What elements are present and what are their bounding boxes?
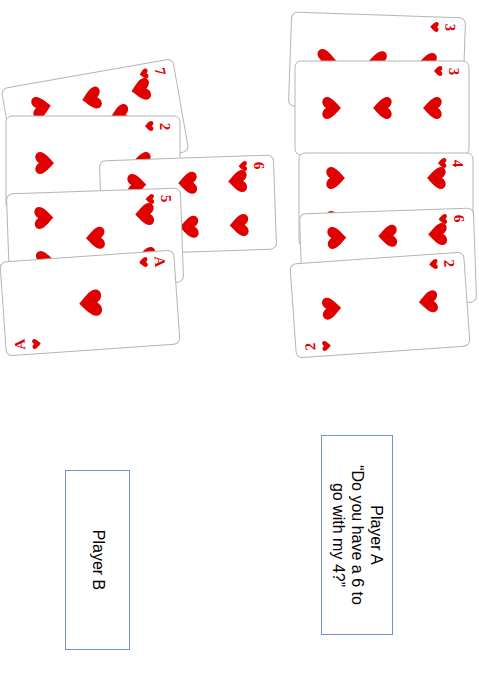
rotated-text: Player A“Do you have a 6 to go with my 4… bbox=[328, 460, 386, 610]
card-index: 3 bbox=[447, 67, 462, 75]
card-index: 2 bbox=[441, 259, 456, 268]
player-box: Player B bbox=[65, 470, 130, 650]
player-box: Player A“Do you have a 6 to go with my 4… bbox=[321, 435, 393, 635]
card-index: 3 bbox=[443, 24, 458, 32]
card-index: 2 bbox=[158, 122, 173, 130]
rotated-text: Player B bbox=[88, 480, 107, 640]
player-speech: “Do you have a 6 to go with my 4?” bbox=[328, 460, 366, 610]
card-index: A bbox=[13, 339, 29, 351]
playing-card bbox=[290, 252, 470, 358]
card-index: 5 bbox=[158, 194, 173, 202]
card-index: 6 bbox=[451, 214, 466, 222]
playing-card bbox=[0, 250, 180, 356]
player-name: Player A bbox=[367, 460, 386, 610]
card-index: 6 bbox=[251, 161, 266, 169]
playing-card bbox=[295, 61, 469, 155]
player-name: Player B bbox=[88, 480, 107, 640]
card-index: A bbox=[151, 255, 167, 267]
card-index: 4 bbox=[451, 159, 466, 167]
